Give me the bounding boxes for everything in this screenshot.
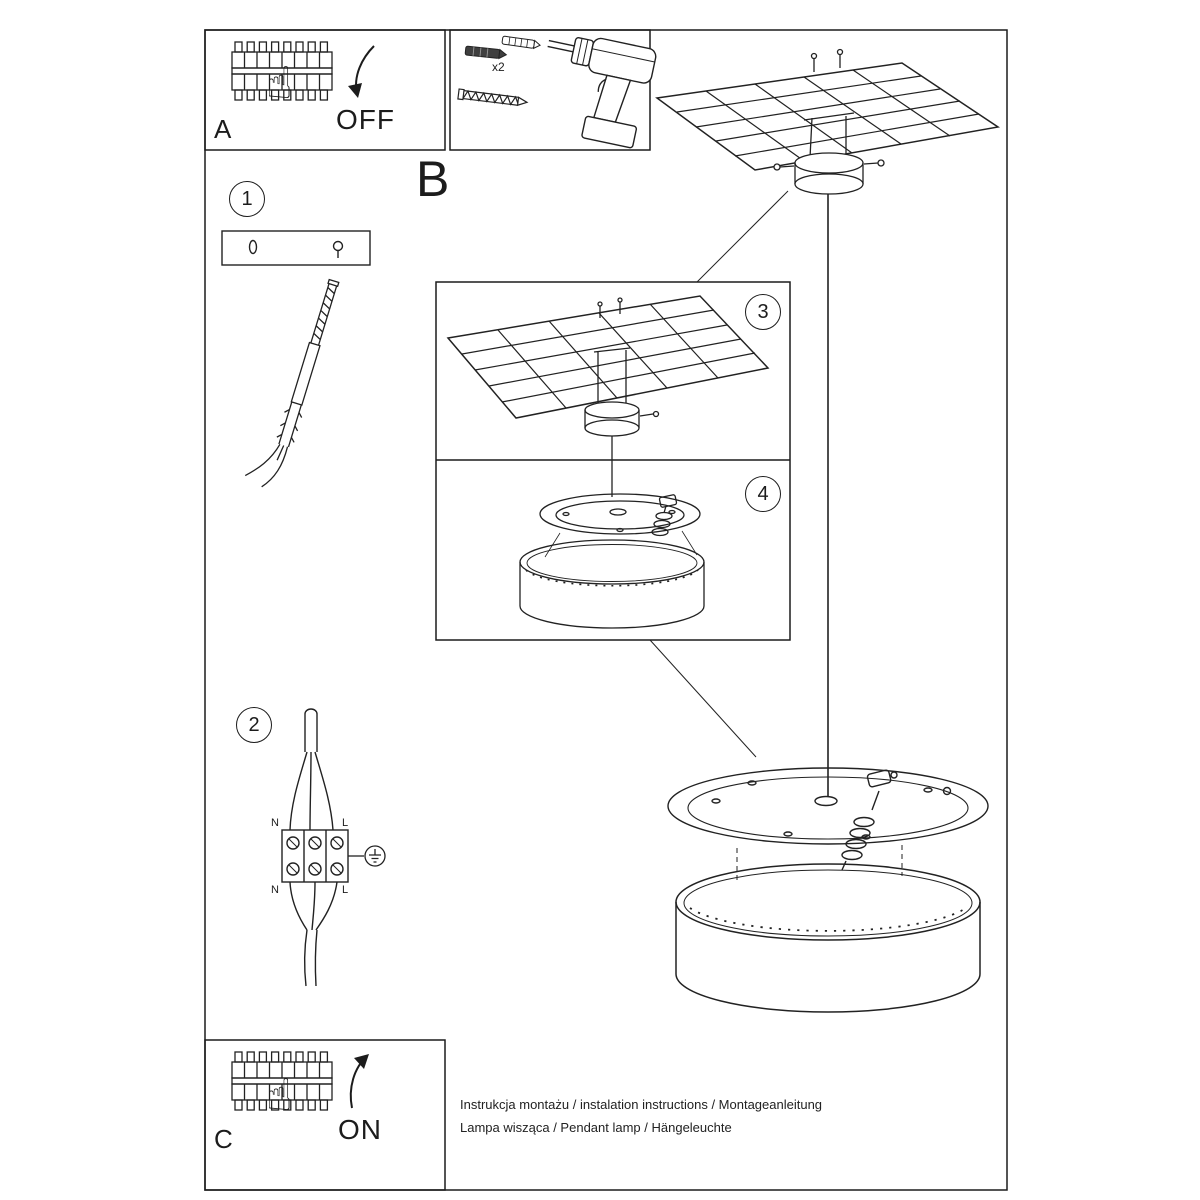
terminal-label-n-top: N: [271, 817, 279, 829]
step-2-badge: 2: [236, 707, 272, 743]
off-arrow-icon: [348, 45, 375, 98]
wall-plug-icon: [464, 35, 541, 60]
cord-grip-icon: [841, 769, 898, 871]
lamp-shade-inset-drawing: [519, 530, 705, 629]
ceiling-panel-drawing: [655, 62, 1000, 171]
lamp-plate-drawing-main: [667, 767, 989, 871]
lamp-plate-inset-drawing: [539, 493, 701, 537]
footer-line-2: Lampa wisząca / Pendant lamp / Hängeleuc…: [460, 1120, 732, 1135]
ceiling-panel-inset-drawing: [446, 295, 770, 419]
drill-icon: [547, 36, 657, 149]
leader-line-lower: [649, 639, 757, 758]
terminal-label-l-top: L: [342, 817, 349, 829]
canopy-drawing: [773, 48, 885, 195]
assembly-guide-lines: [736, 845, 903, 880]
frame: [204, 29, 1008, 1191]
panel-a-box: [204, 29, 446, 151]
terminal-label-n-bottom: N: [271, 884, 279, 896]
tool-box: [449, 29, 651, 151]
wiring-diagram-drawing: [281, 708, 349, 987]
panel-a-label: A: [214, 114, 232, 144]
detail-inset-box: [435, 281, 791, 641]
panel-c-label: C: [214, 1124, 233, 1154]
wing-bolt-icon: [942, 786, 952, 796]
on-arrow-icon: [349, 1054, 369, 1109]
power-off-label: OFF: [336, 104, 395, 135]
terminal-label-l-bottom: L: [342, 884, 349, 896]
panel-c-box: [204, 1039, 446, 1191]
hand-icon: ☝: [266, 1071, 293, 1120]
section-b-label: B: [416, 151, 450, 207]
step-1-badge: 1: [229, 181, 265, 217]
anchor-screw-drawing: [244, 278, 340, 488]
screw-icon: [457, 88, 529, 107]
canopy-inset-drawing: [584, 297, 660, 497]
power-on-label: ON: [338, 1114, 382, 1145]
step-4-badge: 4: [745, 476, 781, 512]
leader-line-upper: [696, 190, 789, 283]
lamp-shade-drawing-main: [675, 863, 981, 1013]
hand-icon: ☝: [266, 59, 293, 108]
ground-symbol-icon: [348, 845, 386, 867]
step-3-badge: 3: [745, 294, 781, 330]
cord-grip-inset-icon: [651, 494, 678, 537]
footer-line-1: Instrukcja montażu / instalation instruc…: [460, 1097, 823, 1112]
quantity-label: x2: [492, 60, 505, 74]
mounting-bracket-drawing: [221, 230, 371, 266]
